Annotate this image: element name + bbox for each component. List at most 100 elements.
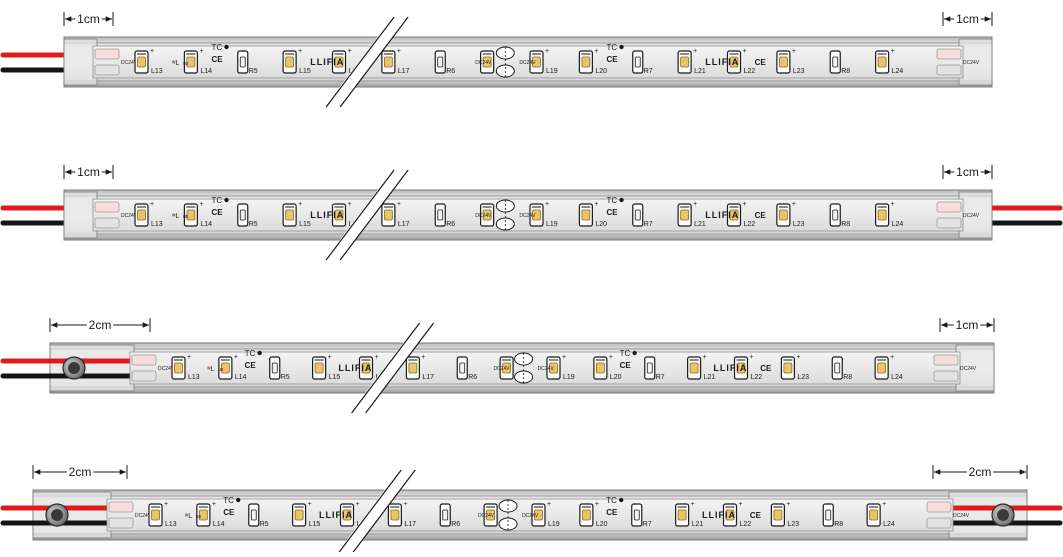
led-l21-polarity: + <box>691 501 695 508</box>
led-l14-emitter <box>186 209 196 221</box>
break-line-1 <box>325 169 395 261</box>
component-label-l15: L15 <box>329 374 341 381</box>
led-l24-polarity: + <box>891 201 895 208</box>
led-l16-polarity: + <box>356 501 360 508</box>
led-l23-polarity: + <box>786 501 790 508</box>
voltage-label-cut-right: DC24V <box>538 366 555 372</box>
led-l22-emitter <box>725 509 735 521</box>
led-l15-emitter <box>285 56 295 68</box>
end-cap-dimension-right-label: 2cm <box>969 465 992 479</box>
led-l18-emitter <box>482 209 492 221</box>
end-cap-right <box>958 38 993 86</box>
component-label-r7: R7 <box>656 374 665 381</box>
end-cap-dimension-left-label: 2cm <box>89 318 112 332</box>
led-strip-pcb <box>106 498 954 532</box>
led-l20-emitter <box>595 362 605 374</box>
led-l19-emitter <box>549 362 558 374</box>
brand-logo-a: LLIFIA <box>319 510 353 520</box>
voltage-label-left: DC24V <box>158 366 175 372</box>
led-l21-emitter <box>680 209 690 221</box>
component-label-l20: L20 <box>596 521 608 528</box>
resistor-r6-core <box>459 362 466 374</box>
led-l13-polarity: + <box>164 501 168 508</box>
resistor-r8-core <box>825 509 832 521</box>
led-l16-polarity: + <box>348 48 352 55</box>
led-l17-emitter <box>383 56 393 68</box>
ce-mark-b: CE <box>620 361 632 370</box>
resistor-r8-core <box>834 362 841 374</box>
solder-pad-positive-left <box>94 48 120 60</box>
tc-dot-b <box>619 497 624 503</box>
led-l16-emitter <box>342 509 352 521</box>
end-cap-right <box>955 344 995 392</box>
solder-pad-positive-left <box>108 501 134 513</box>
ce-mark-b: CE <box>607 208 619 217</box>
led-l15-emitter <box>285 209 295 221</box>
solder-pad-positive-right <box>926 501 952 513</box>
ce-mark-b: CE <box>607 55 619 64</box>
break-line-2 <box>365 322 435 414</box>
led-l16-polarity: + <box>348 201 352 208</box>
voltage-label-cut-left: DC24V <box>475 213 492 219</box>
end-cap-dimension-left-label: 1cm <box>77 12 100 26</box>
component-label-l20: L20 <box>595 68 607 75</box>
tc-mark-b: TC <box>620 349 631 358</box>
led-l16-polarity: + <box>375 354 379 361</box>
resistor-r5-core <box>239 56 246 68</box>
solder-pad-positive-left <box>131 354 157 366</box>
led-l16-emitter <box>361 362 371 374</box>
resistor-r7-core <box>633 509 640 521</box>
ce-mark-b: CE <box>606 508 618 517</box>
voltage-label-cut-right: DC24V <box>519 60 536 66</box>
component-label-l20: L20 <box>595 221 607 228</box>
led-l15-polarity: + <box>328 354 332 361</box>
led-l13-emitter <box>137 56 146 68</box>
led-l23-emitter <box>773 509 783 521</box>
ce-mark-c: CE <box>760 364 772 373</box>
component-label-r5: R5 <box>281 374 290 381</box>
resistor-r8-core <box>832 56 839 68</box>
ul-us-a: us <box>183 61 189 67</box>
voltage-label-right: DC24V <box>953 513 970 519</box>
tc-dot-a <box>224 197 229 203</box>
resistor-r7-core <box>646 362 653 374</box>
led-l19-emitter <box>532 209 541 221</box>
component-label-l13: L13 <box>151 221 163 228</box>
component-label-l23: L23 <box>787 521 799 528</box>
component-label-r5: R5 <box>249 68 258 75</box>
tc-dot-a <box>236 497 241 503</box>
led-l19-emitter <box>532 56 541 68</box>
led-l21-emitter <box>680 56 690 68</box>
component-label-l24: L24 <box>891 374 903 381</box>
tc-mark-a: TC <box>223 496 234 505</box>
led-l23-polarity: + <box>796 354 800 361</box>
end-cap-dimension-right-label: 1cm <box>956 12 979 26</box>
ce-mark-a: CE <box>212 55 224 64</box>
tc-mark-b: TC <box>606 496 617 505</box>
led-l22-polarity: + <box>750 354 754 361</box>
led-l17-polarity: + <box>397 48 401 55</box>
component-label-r6: R6 <box>446 221 455 228</box>
resistor-r6-core <box>437 56 444 68</box>
voltage-label-right: DC24V <box>960 366 977 372</box>
component-label-l21: L21 <box>692 521 704 528</box>
led-l21-emitter <box>677 509 687 521</box>
led-l20-polarity: + <box>594 48 598 55</box>
solder-pad-positive-left <box>94 201 120 213</box>
strip-3: DC24VDC24V+L13+L14R5+L15+L16+L17R6+L18+L… <box>0 318 995 417</box>
solder-pad-negative-left <box>94 64 120 76</box>
led-l24-polarity: + <box>890 354 894 361</box>
led-l21-polarity: + <box>693 48 697 55</box>
component-label-l15: L15 <box>299 221 311 228</box>
component-label-l19: L19 <box>546 221 558 228</box>
led-l21-emitter <box>689 362 699 374</box>
led-l13-emitter <box>137 209 146 221</box>
component-label-l13: L13 <box>188 374 200 381</box>
component-label-l19: L19 <box>548 521 560 528</box>
voltage-label-cut-left: DC24V <box>478 513 495 519</box>
component-label-l14: L14 <box>213 521 225 528</box>
resistor-r7-core <box>634 56 641 68</box>
component-label-r5: R5 <box>249 221 258 228</box>
component-label-l14: L14 <box>200 68 212 75</box>
